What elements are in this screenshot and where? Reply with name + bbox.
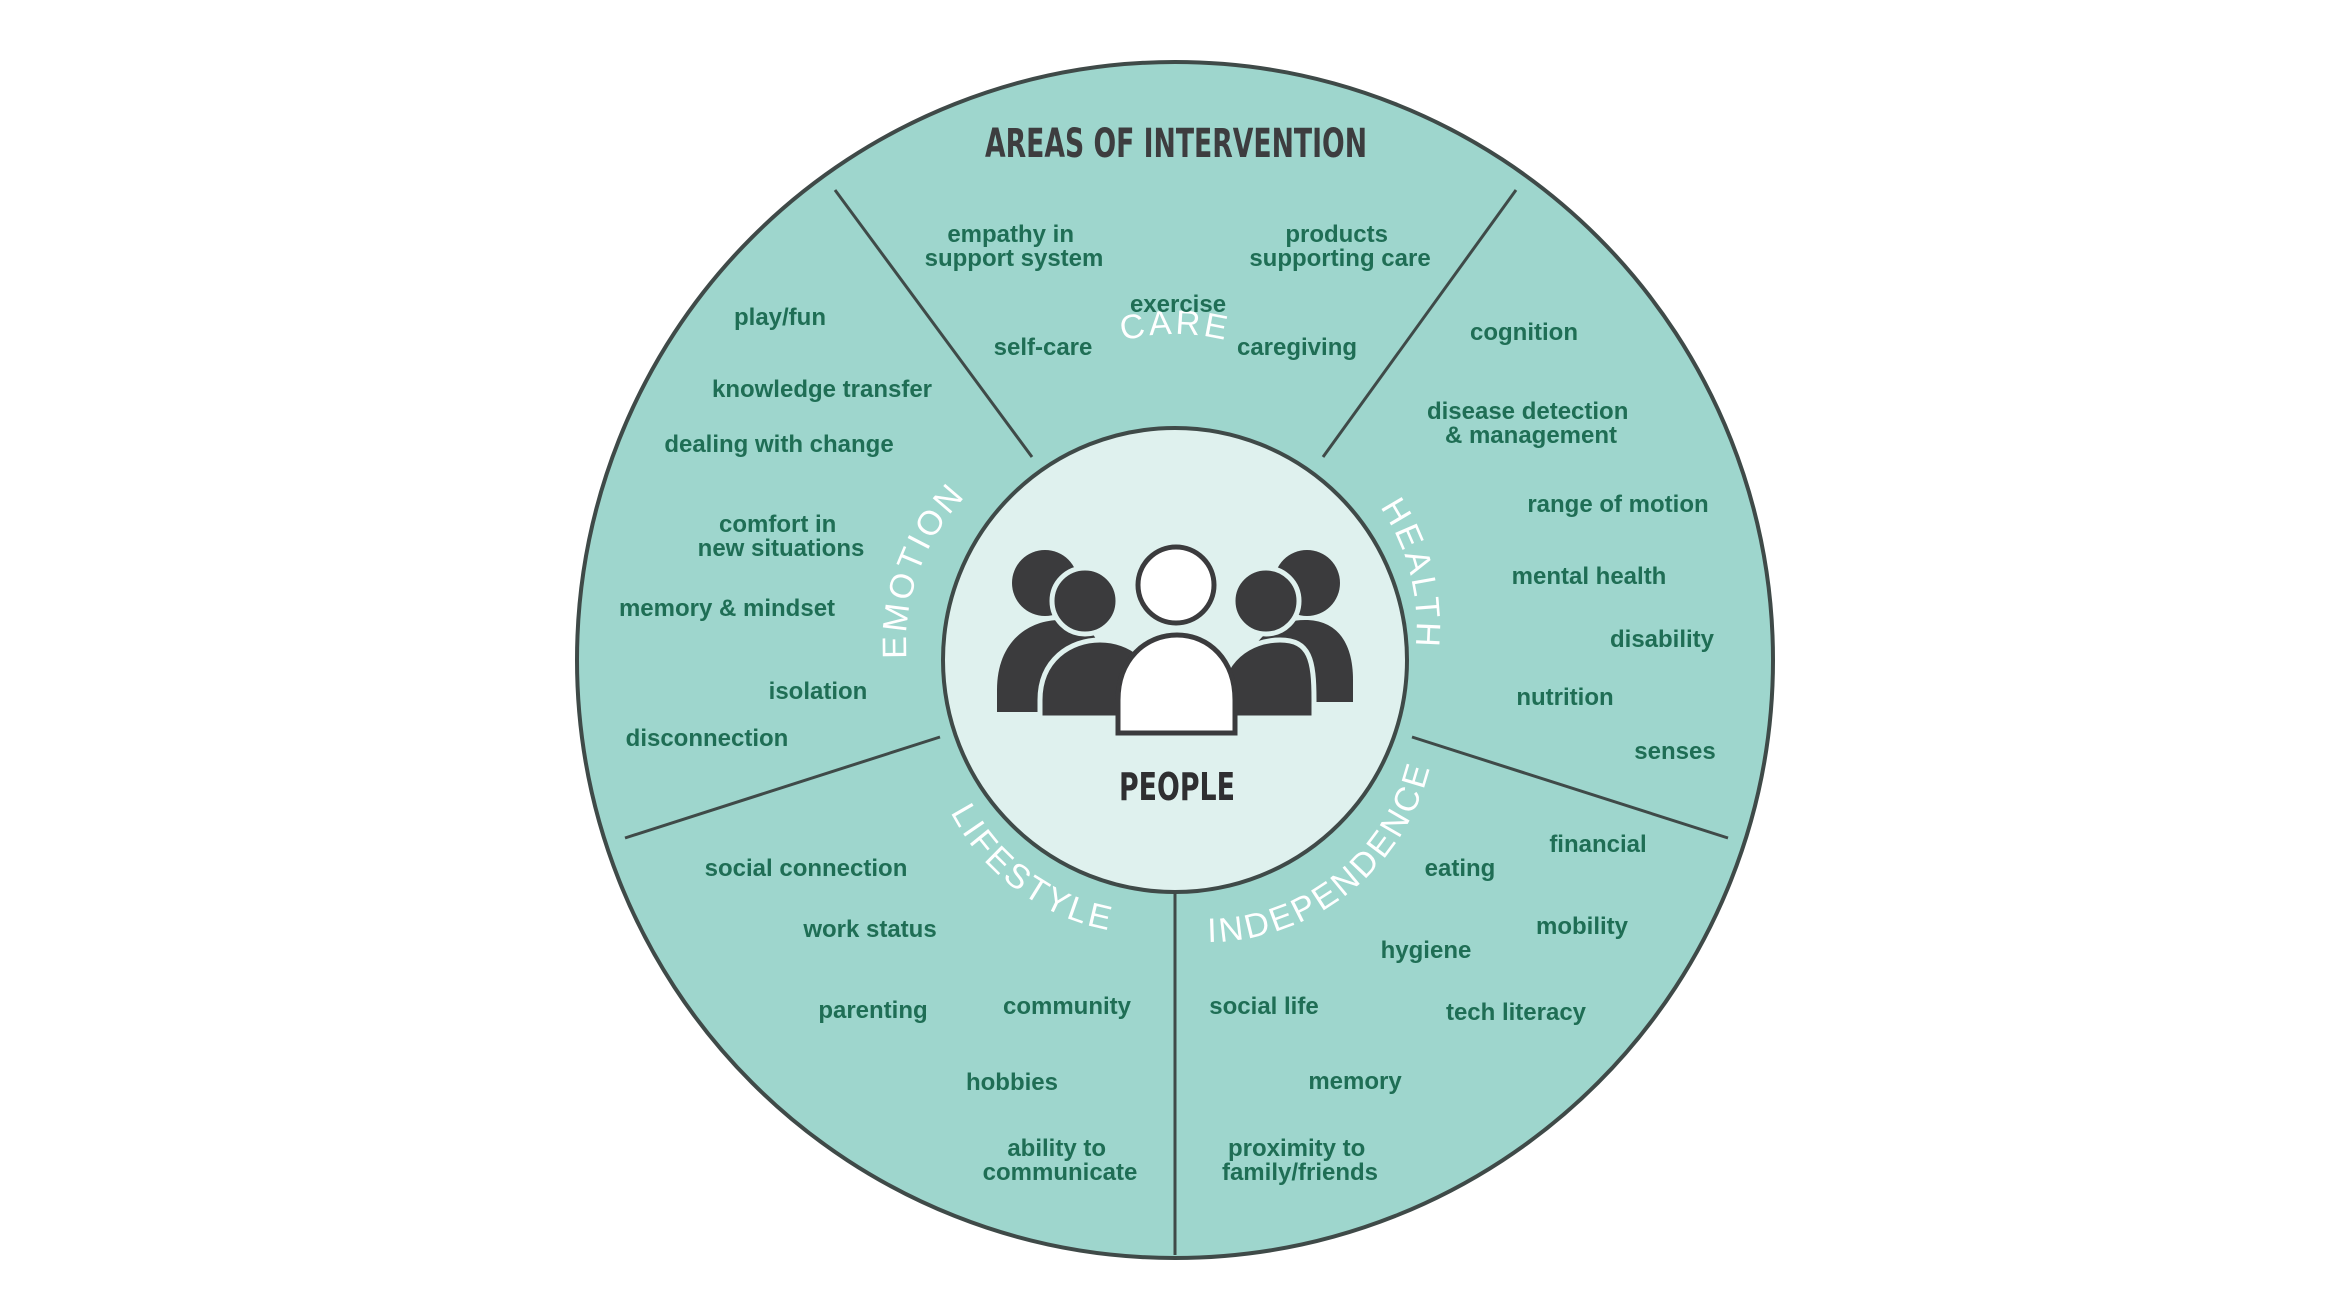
divider-lifestyle-emotion — [624, 735, 941, 840]
independence-item: financial — [1549, 831, 1646, 858]
health-item: disability — [1610, 626, 1715, 653]
lifestyle-item: parenting — [818, 997, 927, 1024]
lifestyle-item: community — [1003, 993, 1132, 1020]
health-item: senses — [1634, 738, 1715, 765]
emotion-item: dealing with change — [664, 431, 893, 458]
independence-item: social life — [1209, 993, 1318, 1020]
emotion-items: play/fun knowledge transfer dealing with… — [619, 304, 932, 752]
lifestyle-item: hobbies — [966, 1069, 1058, 1096]
independence-item: mobility — [1536, 913, 1629, 940]
sector-label-care-path: CARE — [1117, 304, 1231, 348]
sector-label-care: CARE — [1117, 304, 1234, 348]
health-item: range of motion — [1527, 491, 1708, 518]
care-item: empathy in support system — [925, 221, 1104, 272]
health-items: cognition disease detection & management… — [1427, 319, 1716, 765]
independence-item: eating — [1425, 855, 1496, 882]
care-item: self-care — [994, 334, 1093, 361]
care-item: exercise — [1130, 291, 1226, 318]
health-item: nutrition — [1516, 684, 1613, 711]
lifestyle-item: work status — [802, 916, 936, 943]
care-item: products supporting care — [1249, 221, 1430, 272]
group-of-people-icon — [997, 544, 1353, 736]
emotion-item: isolation — [769, 678, 868, 705]
independence-item: tech literacy — [1446, 999, 1587, 1026]
divider-health-independence — [1411, 735, 1729, 840]
emotion-item: play/fun — [734, 304, 826, 331]
independence-items: financial eating mobility hygiene social… — [1209, 831, 1646, 1186]
sector-dividers — [624, 189, 1729, 1255]
care-item: caregiving — [1237, 334, 1357, 361]
center-label: PEOPLE — [1119, 765, 1235, 809]
independence-item: hygiene — [1381, 937, 1472, 964]
care-items: empathy in support system products suppo… — [925, 221, 1431, 361]
lifestyle-item: social connection — [705, 855, 908, 882]
health-item: cognition — [1470, 319, 1578, 346]
emotion-item: memory & mindset — [619, 595, 835, 622]
independence-item: proximity to family/friends — [1222, 1135, 1378, 1186]
health-item: mental health — [1512, 563, 1667, 590]
lifestyle-items: social connection work status parenting … — [705, 855, 1138, 1186]
health-item: disease detection & management — [1427, 398, 1635, 449]
divider-emotion-care — [833, 189, 1034, 458]
lifestyle-item: ability to communicate — [983, 1135, 1138, 1186]
emotion-item: knowledge transfer — [712, 376, 932, 403]
divider-care-health — [1321, 189, 1518, 458]
diagram-title: AREAS OF INTERVENTION — [985, 121, 1367, 167]
emotion-item: disconnection — [626, 725, 789, 752]
emotion-item: comfort in new situations — [698, 511, 865, 562]
independence-item: memory — [1308, 1068, 1402, 1095]
